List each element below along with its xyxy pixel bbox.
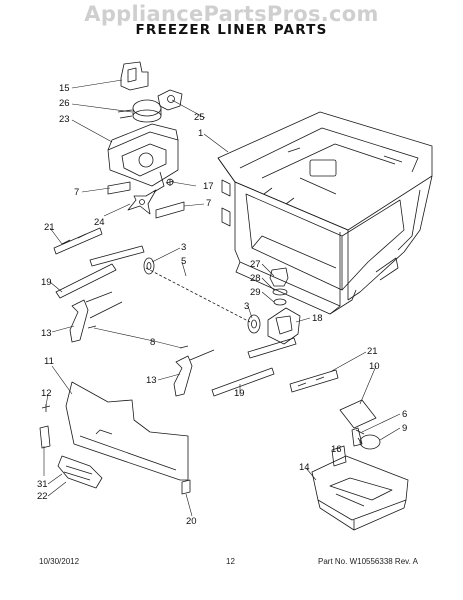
callout-19b: 19 xyxy=(234,388,245,399)
callout-10: 10 xyxy=(369,361,380,372)
callout-29: 29 xyxy=(250,287,261,298)
callout-27: 27 xyxy=(250,259,261,270)
callout-6: 6 xyxy=(402,409,407,420)
right-rails xyxy=(87,325,339,397)
callout-31: 31 xyxy=(37,479,48,490)
callouts: 15 26 25 23 1 7 17 7 24 21 3 5 19 27 28 … xyxy=(37,83,407,527)
watermark: AppliancePartsPros.com xyxy=(84,2,379,26)
bin-assembly xyxy=(311,399,409,531)
callout-3b: 3 xyxy=(244,301,249,312)
callout-1: 1 xyxy=(198,128,203,139)
gear-lower xyxy=(247,314,261,334)
callout-20: 20 xyxy=(186,516,197,527)
callout-25: 25 xyxy=(194,112,205,123)
callout-13b: 13 xyxy=(146,375,157,386)
callout-21b: 21 xyxy=(367,346,378,357)
footer-date: 10/30/2012 xyxy=(39,557,80,566)
callout-13a: 13 xyxy=(41,328,52,339)
callout-22: 22 xyxy=(37,491,48,502)
page-title: FREEZER LINER PARTS xyxy=(135,22,328,38)
footer-page-number: 12 xyxy=(226,557,235,566)
rod xyxy=(145,267,251,323)
callout-24: 24 xyxy=(94,217,105,228)
callout-15: 15 xyxy=(59,83,70,94)
freezer-liner xyxy=(217,111,433,315)
callout-8: 8 xyxy=(150,337,155,348)
callout-5: 5 xyxy=(181,256,186,267)
callout-17: 17 xyxy=(203,181,214,192)
callout-14: 14 xyxy=(299,462,310,473)
callout-9: 9 xyxy=(402,423,407,434)
callout-19a: 19 xyxy=(41,277,52,288)
callout-28: 28 xyxy=(250,273,261,284)
cover-panel xyxy=(39,381,191,495)
callout-18: 18 xyxy=(312,313,323,324)
left-rails xyxy=(53,227,155,343)
callout-3a: 3 xyxy=(181,242,186,253)
callout-21a: 21 xyxy=(44,222,55,233)
footer-part-number: Part No. W10556338 Rev. A xyxy=(318,557,418,566)
callout-7a: 7 xyxy=(74,187,79,198)
callout-7b: 7 xyxy=(206,198,211,209)
callout-26: 26 xyxy=(59,98,70,109)
center-parts xyxy=(267,267,301,345)
callout-23: 23 xyxy=(59,114,70,125)
leader-lines xyxy=(43,79,401,517)
callout-12: 12 xyxy=(41,388,52,399)
fan-housing-assembly xyxy=(107,61,185,219)
callout-11: 11 xyxy=(44,356,54,367)
callout-16: 16 xyxy=(331,444,342,455)
